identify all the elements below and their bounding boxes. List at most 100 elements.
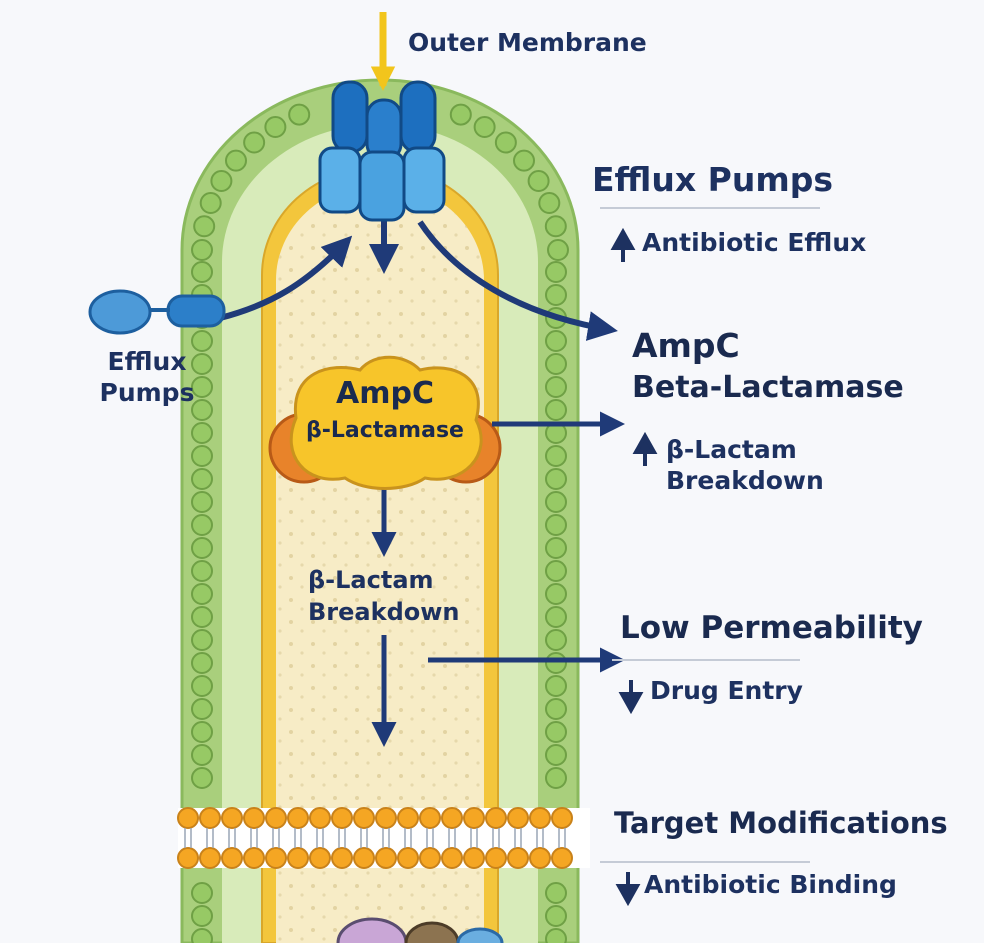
down-arrow-icon [619,872,637,902]
bilayer-head [354,808,374,828]
ampc-title-line1: AmpC [632,326,740,365]
phospholipid-head [265,117,285,137]
phospholipid-head [192,929,212,943]
ampc-enzyme-subtitle: β-Lactamase [300,418,470,443]
bilayer-head [244,808,264,828]
phospholipid-head [546,285,566,305]
phospholipid-head [546,538,566,558]
bilayer-head [178,848,198,868]
bilayer-head [530,808,550,828]
bilayer-head [288,808,308,828]
phospholipid-head [546,676,566,696]
phospholipid-head [546,377,566,397]
phospholipid-head [192,515,212,535]
phospholipid-head [192,538,212,558]
phospholipid-head [192,240,212,260]
phospholipid-head [192,768,212,788]
ampc-effect-line1: β-Lactam [666,434,824,465]
phospholipid-head [192,492,212,512]
ampc-effect-line2: Breakdown [666,465,824,496]
efflux-pumps-effect: Antibiotic Efflux [642,228,866,257]
inner-membrane-bilayer [178,808,590,868]
phospholipid-head [546,515,566,535]
bilayer-head [464,808,484,828]
bilayer-head [200,808,220,828]
target-modifications-title: Target Modifications [614,806,948,840]
ampc-effect: β-Lactam Breakdown [666,434,824,496]
bilayer-head [442,848,462,868]
bilayer-head [332,848,352,868]
bilayer-head [486,848,506,868]
low-permeability-title: Low Permeability [620,610,923,646]
ampc-title-line2: Beta-Lactamase [632,370,904,405]
phospholipid-head [192,423,212,443]
bilayer-head [244,848,264,868]
phospholipid-head [192,699,212,719]
side-efflux-line1: Efflux [92,346,202,377]
bilayer-head [530,848,550,868]
phospholipid-head [546,768,566,788]
phospholipid-head [546,469,566,489]
bilayer-head [332,808,352,828]
bilayer-head [398,808,418,828]
bilayer-head [310,808,330,828]
phospholipid-head [529,171,549,191]
low-permeability-effect: Drug Entry [650,676,803,705]
phospholipid-head [201,193,221,213]
phospholipid-head [546,906,566,926]
bilayer-head [420,808,440,828]
phospholipid-head [289,105,309,125]
phospholipid-head [192,883,212,903]
phospholipid-head [192,446,212,466]
ampc-enzyme-title: AmpC [318,376,452,411]
up-arrow-icon [614,232,632,262]
outer-membrane-label: Outer Membrane [408,28,647,57]
bilayer-head [376,808,396,828]
bilayer-head [222,808,242,828]
phospholipid-head [546,331,566,351]
phospholipid-head [546,722,566,742]
phospholipid-head [211,171,231,191]
phospholipid-head [192,906,212,926]
bilayer-head [508,808,528,828]
phospholipid-head [546,607,566,627]
bilayer-head [376,848,396,868]
efflux-pumps-title: Efflux Pumps [592,160,833,199]
phospholipid-head [451,105,471,125]
phospholipid-head [192,630,212,650]
phospholipid-head [194,216,214,236]
phospholipid-head [192,262,212,282]
phospholipid-head [546,745,566,765]
bilayer-head [464,848,484,868]
side-efflux-pump [90,291,224,333]
bilayer-head [398,848,418,868]
phospholipid-head [546,929,566,943]
up-arrow-icon [636,436,654,466]
phospholipid-head [548,240,568,260]
phospholipid-head [192,561,212,581]
down-arrow-icon [622,680,640,710]
phospholipid-head [514,151,534,171]
phospholipid-head [192,745,212,765]
target-modifications-effect: Antibiotic Binding [644,870,897,899]
phospholipid-head [546,561,566,581]
bilayer-head [442,808,462,828]
bilayer-head [222,848,242,868]
inner-breakdown-line1: β-Lactam [308,564,460,596]
phospholipid-head [226,151,246,171]
phospholipid-head [496,133,516,153]
phospholipid-head [192,469,212,489]
phospholipid-head [546,446,566,466]
bilayer-head [266,848,286,868]
phospholipid-head [546,216,566,236]
phospholipid-head [192,607,212,627]
phospholipid-head [192,653,212,673]
phospholipid-head [546,653,566,673]
bilayer-head [310,848,330,868]
top-efflux-pump-complex [320,82,444,220]
bilayer-head [178,808,198,828]
bilayer-head [552,808,572,828]
inner-breakdown-label: β-Lactam Breakdown [308,564,460,628]
inner-breakdown-line2: Breakdown [308,596,460,628]
